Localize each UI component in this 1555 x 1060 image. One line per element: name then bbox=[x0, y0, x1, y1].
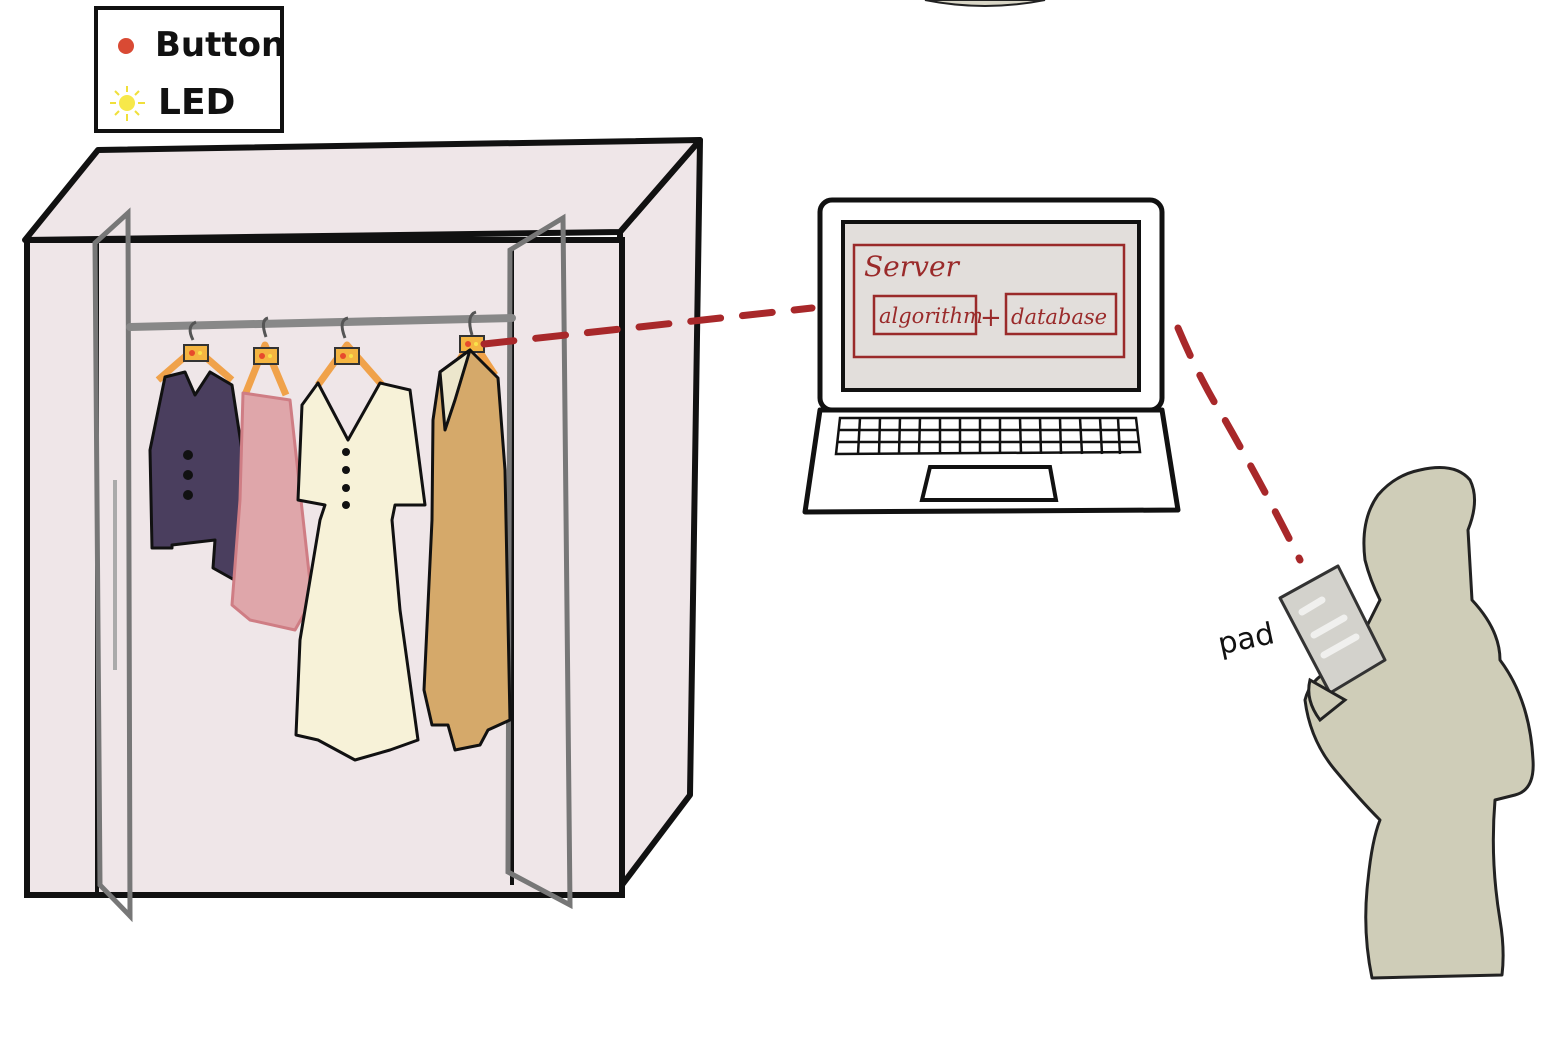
person-hand bbox=[1307, 677, 1348, 723]
ceiling-lamp-edge bbox=[924, 0, 1046, 7]
led-tag bbox=[334, 347, 360, 365]
touchpad bbox=[919, 465, 1059, 502]
skirt bbox=[230, 391, 314, 632]
legend: Button LED bbox=[94, 6, 285, 133]
database-box bbox=[1004, 292, 1118, 336]
hanger-3 bbox=[315, 316, 385, 388]
led-tag bbox=[253, 347, 279, 365]
left-door bbox=[92, 207, 133, 923]
plus-sign: + bbox=[980, 303, 1002, 333]
keyboard bbox=[834, 416, 1142, 456]
pad-device bbox=[1278, 564, 1387, 695]
legend-led-label: LED bbox=[158, 82, 235, 123]
pad-label: pad bbox=[1215, 616, 1278, 662]
led-light-icon bbox=[110, 86, 145, 121]
link-server-to-pad bbox=[1174, 324, 1304, 564]
person-silhouette bbox=[1303, 466, 1535, 980]
laptop-screen bbox=[841, 220, 1141, 392]
algorithm-label: algorithm bbox=[879, 304, 983, 328]
hanger-1 bbox=[155, 320, 235, 383]
dress bbox=[294, 381, 427, 762]
server-frame bbox=[852, 243, 1126, 359]
legend-button-label: Button bbox=[155, 25, 285, 65]
led-tag bbox=[459, 335, 485, 353]
coat bbox=[422, 348, 512, 752]
link-wardrobe-to-server bbox=[480, 304, 816, 348]
hanger-2 bbox=[241, 316, 290, 397]
clothes-rail bbox=[126, 314, 516, 331]
algorithm-box bbox=[872, 294, 978, 336]
server-title: Server bbox=[864, 250, 961, 283]
cabinet-side bbox=[617, 137, 703, 888]
led-tag bbox=[183, 344, 209, 362]
laptop-base bbox=[802, 407, 1181, 515]
laptop-server: Server algorithm + database bbox=[802, 197, 1181, 515]
clothes-group bbox=[148, 310, 512, 762]
database-label: database bbox=[1011, 305, 1107, 329]
wardrobe-cabinet bbox=[22, 137, 703, 923]
red-dot-icon bbox=[118, 38, 134, 54]
cabinet-top bbox=[22, 137, 703, 243]
